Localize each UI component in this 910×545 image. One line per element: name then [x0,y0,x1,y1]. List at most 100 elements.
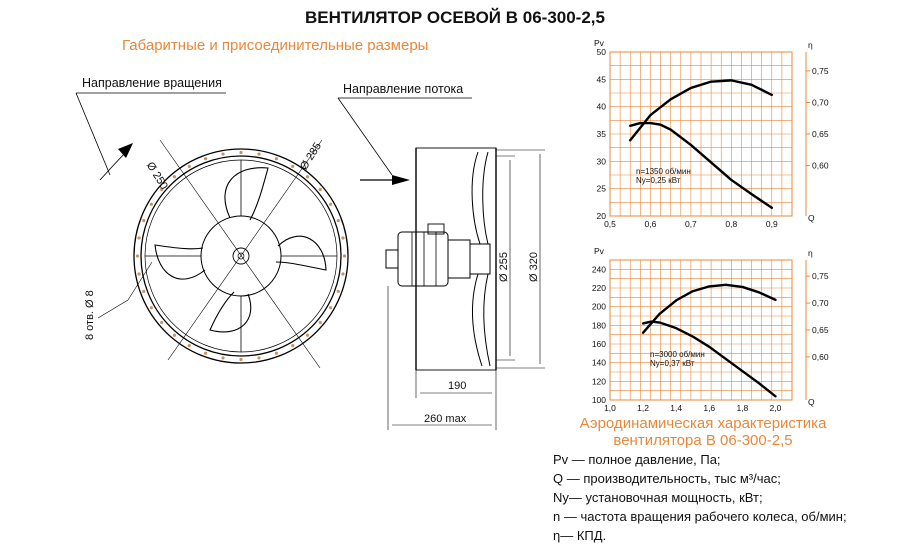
y-tick-label: 30 [597,156,607,166]
flange-bolt [291,344,295,348]
legend-item: n — частота вращения рабочего колеса, об… [553,509,847,524]
flange-bolt [318,187,322,192]
legend-item: Q — производительность, тыс м³/час; [553,471,781,486]
x-tick-label: 1,2 [637,403,649,413]
flange-bolt [239,357,243,362]
flange-bolt [341,272,345,276]
legend-item: Ny— установочная мощность, кВт; [553,490,763,505]
page-title: ВЕНТИЛЯТОР ОСЕВОЙ В 06-300-2,5 [305,8,605,27]
x-tick-label: 1,8 [736,403,748,413]
x-axis-label: Q [808,213,815,223]
flange-bolt [274,351,278,355]
rotation-arrow-icon [118,143,133,158]
y-tick-label: 100 [592,395,606,405]
y-tick-label: 20 [597,211,607,221]
flange-bolt [257,152,261,156]
operating-point-label: Ny=0,37 кВт [650,359,695,368]
operating-point-label: n=3000 об/мин [650,350,705,359]
y2-axis-label: η [808,40,813,50]
y-tick-label: 50 [597,47,607,57]
flange-bolt [142,289,146,293]
flange-bolt [172,333,177,337]
y-axis-label: Pv [594,246,605,256]
legend: Pv — полное давление, Па; Q — производит… [553,450,847,545]
legend-item: η— КПД. [553,528,607,543]
operating-point-label: Ny=0,25 кВт [636,176,681,185]
x-tick-label: 0,8 [725,219,737,229]
y-tick-label: 140 [592,358,606,368]
flange-bolt [305,175,310,179]
flange-bolt [142,219,146,223]
flange-bolt [204,157,208,161]
page-subtitle: Габаритные и присоединительные размеры [122,37,429,54]
flange-bolt [305,333,310,337]
y-tick-label: 160 [592,339,606,349]
flange-bolt [172,175,177,179]
flange-bolt [137,236,141,240]
eta-tick-label: 0,70 [812,97,829,107]
eta-tick-label: 0,75 [812,66,829,76]
x-tick-label: 0,7 [685,219,697,229]
flange-bolt [221,356,225,360]
y-tick-label: 120 [592,376,606,386]
flange-bolt [257,356,261,360]
flange-bolt [342,254,347,258]
aero-title-line: Аэродинамическая характеристика [579,415,827,432]
y-tick-label: 45 [597,74,607,84]
rotation-label: Направление вращения [82,76,222,90]
flange-bolt [329,202,333,206]
plot-frame [609,259,793,401]
eta-tick-label: 0,60 [812,161,829,171]
flange-bolt [221,152,225,156]
flange-bolt [149,306,153,310]
flange-bolt [274,157,278,161]
pressure-curve [629,121,773,210]
flange-bolt [336,219,340,223]
efficiency-curve [641,283,777,334]
aero-title: Аэродинамическая характеристика вентилят… [563,415,843,449]
y2-axis-label: η [808,248,813,258]
flow-label: Направление потока [343,82,464,96]
eta-tick-label: 0,65 [812,325,829,335]
eta-tick-label: 0,75 [812,271,829,281]
x-axis-label: Q [808,397,815,407]
flange-bolt [341,236,345,240]
operating-point-label: n=1350 об/мин [636,167,691,176]
fan-drawing [75,92,545,430]
y-tick-label: 25 [597,184,607,194]
dim-260-label: 260 max [424,413,467,425]
flange-bolt [336,289,340,293]
flow-arrow-icon [392,175,410,185]
x-tick-label: 1,0 [604,403,616,413]
x-tick-label: 0,6 [645,219,657,229]
y-axis-label: Pv [594,38,605,48]
dim-190-label: 190 [448,380,467,392]
eta-tick-label: 0,60 [812,352,829,362]
pressure-curve [641,320,777,398]
y-tick-label: 200 [592,302,606,312]
eta-tick-label: 0,65 [812,129,829,139]
aero-title-line: вентилятора В 06-300-2,5 [613,432,793,449]
x-tick-label: 0,9 [766,219,778,229]
x-tick-label: 2,0 [770,403,782,413]
x-tick-label: 1,6 [703,403,715,413]
flange-bolt [149,202,153,206]
y-tick-label: 40 [597,102,607,112]
flange-bolt [160,187,164,192]
flange-bolt [137,272,141,276]
y-tick-label: 35 [597,129,607,139]
flange-bolt [160,320,164,325]
y-tick-label: 180 [592,320,606,330]
eta-tick-label: 0,70 [812,298,829,308]
flange-bolt [329,306,333,310]
aerodynamic-charts: 20 25 30 35 40 45 50 0,5 0,6 0,7 0,8 0,9 0,75 0,70 0,6… [592,38,829,413]
flange-bolt [135,254,140,258]
flange-bolt [187,164,191,168]
flange-bolt [291,164,295,168]
x-tick-label: 0,5 [604,219,616,229]
legend-item: Pv — полное давление, Па; [553,452,721,467]
flange-bolt [187,344,191,348]
efficiency-curve [629,79,773,142]
y-tick-label: 220 [592,283,606,293]
